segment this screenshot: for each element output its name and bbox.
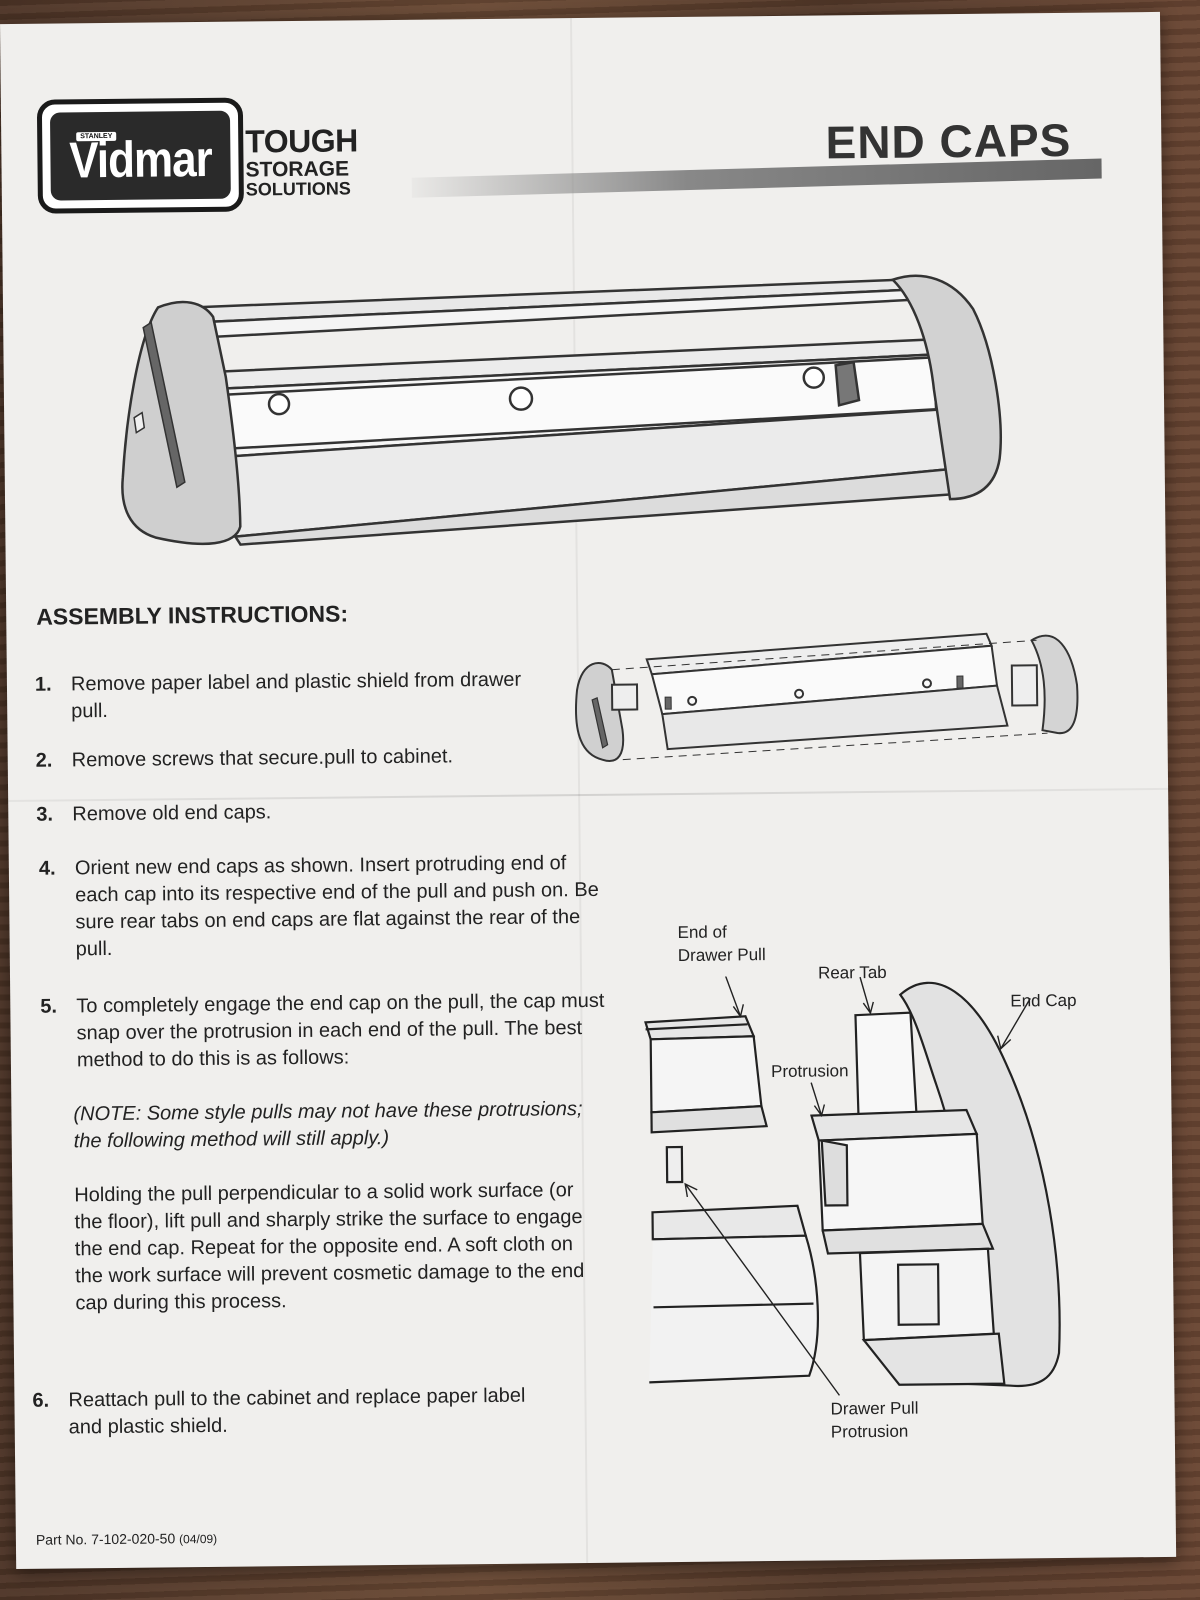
part-number: Part No. 7-102-020-50 (04/09) (35, 1530, 218, 1548)
callout-drawer-pull-protrusion: Drawer Pull Protrusion (830, 1398, 919, 1442)
step-text: Reattach pull to the cabinet and replace… (68, 1384, 526, 1439)
step-method: Holding the pull perpendicular to a soli… (74, 1179, 585, 1315)
tagline-storage: STORAGE (245, 157, 350, 182)
step-number: 5. (40, 995, 58, 1018)
tagline-tough: TOUGH (245, 122, 358, 160)
step-number: 1. (34, 673, 52, 696)
step-5: 5. To completely engage the end cap on t… (40, 988, 624, 1318)
part-number-text: Part No. 7-102-020-50 (35, 1530, 176, 1548)
assembled-pull-illustration (121, 274, 1002, 546)
step-text: Remove screws that secure.pull to cabine… (71, 745, 454, 772)
step-4: 4. Orient new end caps as shown. Insert … (39, 850, 616, 964)
step-note: (NOTE: Some style pulls may not have the… (73, 1098, 583, 1153)
callout-end-of-drawer-pull: End of Drawer Pull (677, 922, 766, 966)
vidmar-logo: STANLEY Vidmar (36, 97, 245, 214)
step-text: To completely engage the end cap on the … (76, 989, 605, 1072)
step-3: 3. Remove old end caps. (36, 796, 572, 828)
step-number: 3. (36, 803, 54, 826)
callout-rear-tab: Rear Tab (817, 962, 887, 983)
revision-date: (04/09) (179, 1531, 218, 1547)
tagline-solutions: SOLUTIONS (245, 178, 351, 200)
step-number: 6. (32, 1389, 50, 1412)
end-cap-detail-illustration (644, 974, 1061, 1396)
title-underline-bar (411, 158, 1102, 198)
fold-line-vertical (570, 18, 589, 1564)
exploded-view-illustration (575, 632, 1079, 762)
callout-end-cap: End Cap (1010, 990, 1077, 1011)
assembly-instructions-heading: ASSEMBLY INSTRUCTIONS: (36, 600, 349, 630)
tagline: TOUGH STORAGE SOLUTIONS (245, 122, 358, 200)
step-text: Remove paper label and plastic shield fr… (70, 668, 522, 723)
logo-brand-text: Vidmar (68, 131, 212, 189)
step-2: 2. Remove screws that secure.pull to cab… (36, 742, 572, 774)
step-1: 1. Remove paper label and plastic shield… (35, 666, 552, 725)
step-number: 4. (38, 857, 56, 880)
callout-protrusion: Protrusion (770, 1061, 849, 1082)
step-number: 2. (35, 749, 53, 772)
step-6: 6. Reattach pull to the cabinet and repl… (32, 1382, 559, 1441)
step-text: Remove old end caps. (72, 801, 272, 826)
step-text: Orient new end caps as shown. Insert pro… (74, 852, 599, 961)
instruction-sheet: STANLEY Vidmar TOUGH STORAGE SOLUTIONS E… (0, 11, 1177, 1569)
